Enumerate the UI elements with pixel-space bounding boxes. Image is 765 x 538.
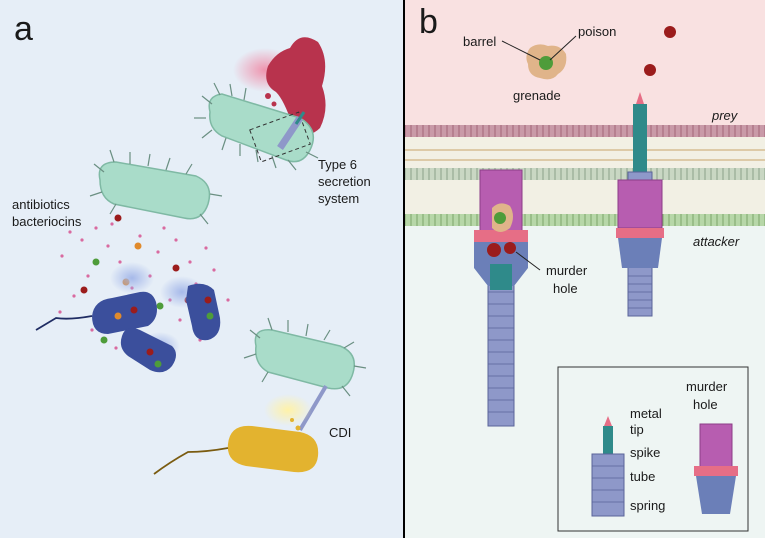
poison-label: poison	[578, 24, 616, 39]
prey-membrane	[405, 125, 765, 137]
panel-a-letter: a	[14, 10, 33, 48]
peptidoglycan-layer	[405, 149, 765, 161]
t6ss-right	[616, 92, 664, 317]
murder-hole-pointer	[515, 251, 541, 271]
attacker-inner-membrane	[405, 214, 765, 226]
green-bacterium-middle	[89, 149, 223, 225]
t6ss-label-line2: secretion	[318, 174, 371, 189]
prey-label: prey	[711, 108, 739, 123]
red-bacterium	[233, 37, 326, 135]
t6ss-label-line3: system	[318, 191, 359, 206]
blue-bacteria	[35, 262, 221, 373]
legend-tip-label: tip	[630, 422, 644, 437]
legend-spike-label: spike	[630, 445, 660, 460]
murder-hole-label-line1: murder	[546, 263, 588, 278]
grenade	[526, 44, 567, 80]
bacteriocins-label: bacteriocins	[12, 214, 82, 229]
legend-tube-label: tube	[630, 469, 655, 484]
legend-murder-hole	[694, 423, 738, 514]
murder-hole-label-line2: hole	[553, 281, 578, 296]
poison-droplet	[644, 64, 656, 76]
t6ss-label-line1: Type 6	[318, 157, 357, 172]
panel-a-background	[0, 0, 404, 538]
poison-droplet	[664, 26, 676, 38]
green-bacterium-cdi	[243, 317, 367, 432]
legend-murder-label-line2: hole	[693, 397, 718, 412]
barrel-pointer	[501, 40, 541, 61]
t6ss-left	[474, 169, 528, 427]
legend-metal-label: metal	[630, 406, 662, 421]
attacker-label: attacker	[693, 234, 740, 249]
legend-t6ss	[591, 416, 625, 517]
cdi-label: CDI	[329, 425, 351, 440]
legend-murder-label-line1: murder	[686, 379, 728, 394]
poison-pointer	[549, 35, 577, 61]
legend-spring-label: spring	[630, 498, 665, 513]
barrel-label: barrel	[463, 34, 496, 49]
prey-background	[405, 0, 765, 125]
yellow-bacterium	[153, 394, 319, 475]
attacker-outer-membrane	[405, 168, 765, 180]
green-bacterium-top	[194, 82, 319, 171]
panel-b-letter: b	[419, 3, 438, 41]
grenade-label: grenade	[513, 88, 561, 103]
antibiotics-label: antibiotics	[12, 197, 70, 212]
